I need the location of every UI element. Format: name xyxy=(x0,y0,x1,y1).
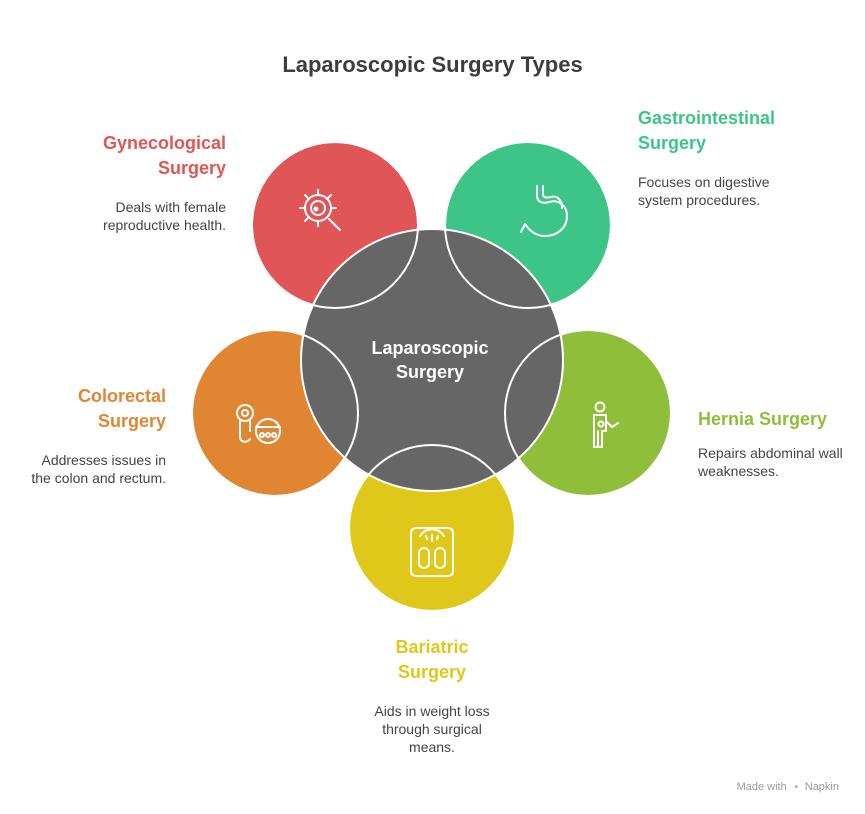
weight-scale-icon xyxy=(410,527,454,577)
footer-credit: Made with ⋆ Napkin xyxy=(737,780,839,793)
colon-icon xyxy=(236,404,281,444)
diagram-title: Laparoscopic Surgery Types xyxy=(282,52,583,77)
gastrointestinal-desc: Focuses on digestive system procedures. xyxy=(638,174,770,208)
colorectal-block: Colorectal Surgery Addresses issues in t… xyxy=(26,384,166,487)
footer-made-with: Made with xyxy=(736,781,787,793)
gynecological-block: Gynecological Surgery Deals with female … xyxy=(60,131,226,234)
gastrointestinal-title: Gastrointestinal Surgery xyxy=(638,108,776,153)
gynecological-title: Gynecological Surgery xyxy=(102,133,226,178)
footer-brand: Napkin xyxy=(804,781,839,793)
napkin-logo-icon: ⋆ xyxy=(792,781,800,793)
bariatric-block: Bariatric Surgery Aids in weight loss th… xyxy=(362,635,502,756)
hub-circle xyxy=(300,228,564,492)
hernia-title: Hernia Surgery xyxy=(698,409,828,429)
cell-magnifier-icon xyxy=(299,189,341,231)
hernia-block: Hernia Surgery Repairs abdominal wall we… xyxy=(698,407,848,480)
hernia-desc: Repairs abdominal wall weaknesses. xyxy=(698,445,843,479)
person-abdomen-icon xyxy=(593,401,619,448)
colorectal-desc: Addresses issues in the colon and rectum… xyxy=(31,452,166,486)
bariatric-title: Bariatric Surgery xyxy=(395,637,469,682)
colorectal-title: Colorectal Surgery xyxy=(77,386,166,431)
petal-overlap-outlines xyxy=(191,141,672,612)
hub-label: Laparoscopic Surgery xyxy=(371,338,489,382)
gynecological-desc: Deals with female reproductive health. xyxy=(103,199,226,233)
bariatric-desc: Aids in weight loss through surgical mea… xyxy=(374,703,490,755)
gastrointestinal-block: Gastrointestinal Surgery Focuses on dige… xyxy=(638,106,798,209)
stomach-icon xyxy=(520,185,568,237)
